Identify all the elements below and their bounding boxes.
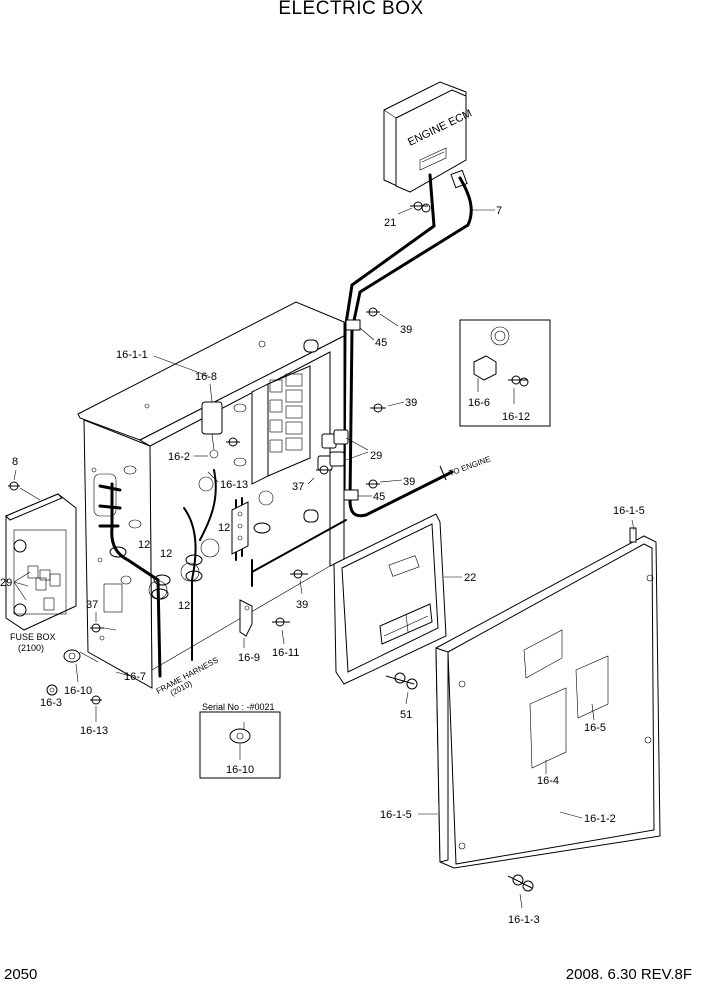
callout-16-1-5-b: 16-1-5 bbox=[380, 809, 412, 821]
callout-12-b: 12 bbox=[160, 548, 172, 560]
callout-39-c: 39 bbox=[403, 476, 415, 488]
callout-16-1-5-a: 16-1-5 bbox=[613, 505, 645, 517]
page-number: 2050 bbox=[4, 966, 38, 983]
part-16-2 bbox=[194, 437, 240, 457]
bolt-16-11 bbox=[272, 617, 290, 645]
clamp-45-top bbox=[345, 319, 361, 331]
frame-harness-wire bbox=[183, 507, 197, 661]
bolt-51 bbox=[385, 672, 418, 705]
callout-16-1-2: 16-1-2 bbox=[584, 813, 616, 825]
terminal-strip bbox=[231, 501, 249, 555]
switch-16-10 bbox=[63, 649, 99, 683]
fuse-box-ref: (2100) bbox=[18, 643, 44, 653]
callout-51: 51 bbox=[400, 709, 412, 721]
callout-16-8: 16-8 bbox=[195, 371, 217, 383]
callout-16-13-b: 16-13 bbox=[80, 725, 108, 737]
callout-16-12: 16-12 bbox=[502, 411, 530, 423]
grommets-12 bbox=[109, 476, 274, 600]
serial-note: Serial No : -#0021 bbox=[202, 702, 275, 712]
cover-22 bbox=[333, 513, 447, 685]
bolt-8 bbox=[8, 469, 41, 501]
callout-8: 8 bbox=[12, 456, 18, 468]
revision-date: 2008. 6.30 REV.8F bbox=[565, 966, 692, 983]
callout-12-c: 12 bbox=[178, 600, 190, 612]
callout-16-6: 16-6 bbox=[468, 397, 490, 409]
callout-16-1-1: 16-1-1 bbox=[116, 349, 148, 361]
washer-16-3 bbox=[46, 684, 58, 696]
harness-ground bbox=[251, 519, 347, 587]
callout-37-a: 37 bbox=[292, 481, 304, 493]
harness-16-8-wire bbox=[199, 469, 217, 541]
callout-16-7: 16-7 bbox=[124, 671, 146, 683]
bracket-16-9 bbox=[239, 599, 253, 648]
callout-29-a: 29 bbox=[370, 450, 382, 462]
bolt-16-1-3 bbox=[507, 874, 534, 909]
to-engine-label: TO ENGINE bbox=[448, 454, 492, 477]
internal-harness-left bbox=[110, 482, 162, 678]
relay-block bbox=[251, 365, 311, 485]
serial-detail-box bbox=[199, 711, 281, 779]
callout-16-10-b: 16-10 bbox=[226, 764, 254, 776]
page-title: ELECTRIC BOX bbox=[278, 0, 424, 19]
callout-16-5: 16-5 bbox=[584, 722, 606, 734]
callout-16-9: 16-9 bbox=[238, 652, 260, 664]
callout-37-b: 37 bbox=[86, 599, 98, 611]
bolt-39-bottom bbox=[290, 569, 308, 595]
callout-22: 22 bbox=[464, 572, 476, 584]
callout-16-10-a: 16-10 bbox=[64, 685, 92, 697]
ecm-harness-7 bbox=[348, 176, 473, 518]
fuse-box bbox=[5, 493, 77, 631]
bolt-21 bbox=[397, 201, 431, 215]
callout-21: 21 bbox=[384, 217, 396, 229]
callout-12-a: 12 bbox=[138, 539, 150, 551]
bolt-39-mid bbox=[370, 401, 405, 413]
callout-7: 7 bbox=[496, 205, 502, 217]
callout-39-a: 39 bbox=[400, 324, 412, 336]
clamp-45-lower bbox=[343, 489, 359, 501]
callout-16-13-a: 16-13 bbox=[220, 479, 248, 491]
callout-29-b: 29 bbox=[0, 577, 12, 589]
device-16-8 bbox=[201, 383, 223, 459]
bolt-16-13-b bbox=[90, 695, 102, 722]
screw-37-upper bbox=[307, 465, 332, 485]
screw-37-lower bbox=[90, 612, 117, 633]
ecm-harness-7b bbox=[342, 173, 436, 500]
bolt-39-lower bbox=[366, 479, 403, 489]
callout-16-11: 16-11 bbox=[272, 647, 299, 659]
callout-12-d: 12 bbox=[218, 522, 230, 534]
fuse-box-label: FUSE BOX bbox=[10, 632, 56, 642]
callout-16-3: 16-3 bbox=[40, 697, 62, 709]
callout-39-d: 39 bbox=[296, 599, 308, 611]
bolt-39-top bbox=[366, 307, 399, 327]
callout-45-b: 45 bbox=[373, 491, 385, 503]
callout-16-2: 16-2 bbox=[168, 451, 190, 463]
detail-box-16-6 bbox=[459, 319, 551, 427]
engine-ecm: ENGINE ECM bbox=[383, 81, 474, 193]
callout-39-b: 39 bbox=[405, 397, 417, 409]
internal-harness-branches bbox=[98, 484, 122, 528]
callout-45-a: 45 bbox=[375, 337, 387, 349]
door-panel bbox=[435, 527, 661, 869]
callout-16-1-3: 16-1-3 bbox=[508, 914, 540, 926]
callout-16-4: 16-4 bbox=[537, 775, 559, 787]
